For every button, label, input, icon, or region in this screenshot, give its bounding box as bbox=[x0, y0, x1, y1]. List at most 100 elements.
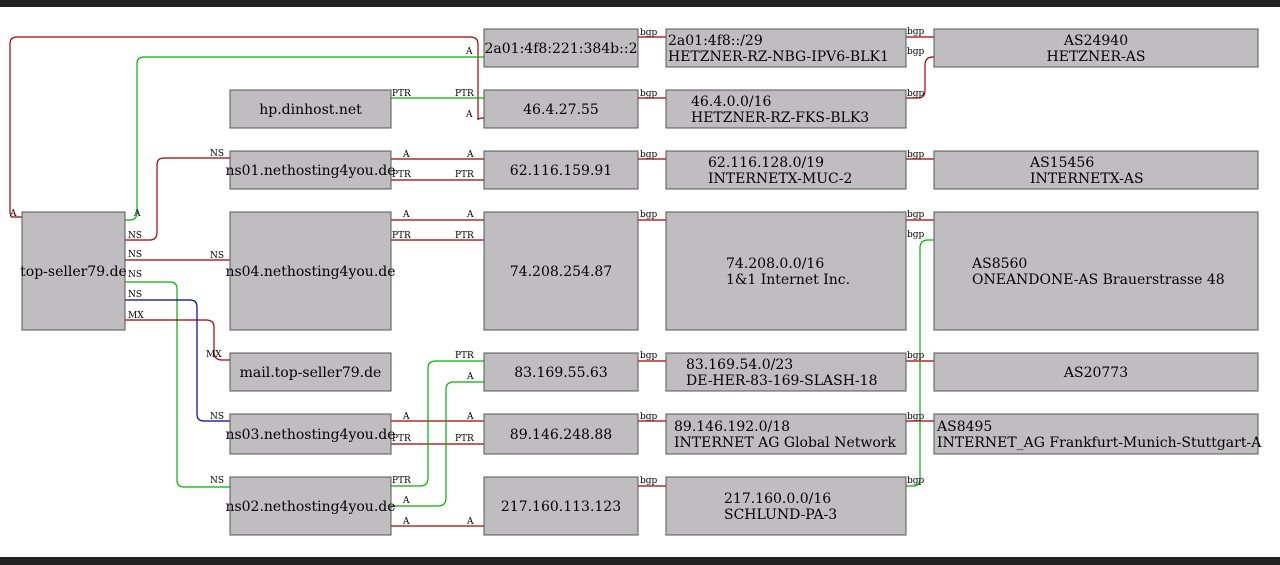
edge-label-ns: NS bbox=[210, 476, 224, 486]
node-box bbox=[933, 211, 1259, 331]
node-label: 46.4.27.55 bbox=[523, 102, 599, 118]
node-label: INTERNET AG Global Network bbox=[674, 435, 896, 451]
node-box bbox=[483, 352, 639, 392]
edge-label-bgp: bgp bbox=[907, 27, 925, 37]
edge-label-ns: NS bbox=[128, 250, 142, 260]
node-label: ONEANDONE-AS Brauerstrasse 48 bbox=[972, 272, 1225, 288]
edge-label-ns: NS bbox=[128, 290, 142, 300]
edge-label-ptr: PTR bbox=[455, 231, 474, 241]
node-box bbox=[483, 413, 639, 455]
node-label: AS20773 bbox=[1063, 365, 1128, 381]
node-ns02: ns02.nethosting4you.de bbox=[225, 476, 396, 536]
edge-label-bgp: bgp bbox=[907, 476, 925, 486]
edge-label-mx: MX bbox=[128, 311, 144, 321]
edge-label-ptr: PTR bbox=[392, 231, 411, 241]
node-box bbox=[483, 28, 639, 68]
node-label: INTERNETX-AS bbox=[1030, 171, 1144, 187]
edge-label-ptr: PTR bbox=[455, 170, 474, 180]
node-box bbox=[229, 150, 392, 190]
node-label: ns04.nethosting4you.de bbox=[225, 264, 395, 280]
node-box bbox=[933, 150, 1259, 190]
edge-label-bgp: bgp bbox=[907, 351, 925, 361]
node-box bbox=[21, 211, 126, 331]
node-label: 74.208.0.0/16 bbox=[726, 256, 824, 272]
node-label: INTERNETX-MUC-2 bbox=[708, 171, 852, 187]
node-label: 2a01:4f8::/29 bbox=[668, 33, 763, 49]
edge-label-a: A bbox=[466, 412, 474, 422]
node-ip-217: 217.160.113.123 bbox=[483, 476, 639, 536]
node-label: INTERNET_AG Frankfurt-Munich-Stuttgart-A bbox=[937, 435, 1262, 451]
node-ip-v6: 2a01:4f8:221:384b::2 bbox=[483, 28, 639, 68]
node-as-20773: AS20773 bbox=[933, 352, 1259, 392]
node-label: top-seller79.de bbox=[20, 264, 127, 280]
edge-label-ns: NS bbox=[210, 149, 224, 159]
node-box bbox=[665, 352, 907, 392]
edge-label-bgp: bgp bbox=[907, 150, 925, 160]
edge-label-a: A bbox=[9, 209, 17, 219]
node-label: 217.160.113.123 bbox=[501, 499, 621, 515]
edge-label-a: A bbox=[402, 517, 410, 527]
edge-label-ns: NS bbox=[128, 270, 142, 280]
edge-label-a: A bbox=[465, 110, 473, 120]
node-label: ns02.nethosting4you.de bbox=[225, 499, 395, 515]
edge-label-ptr: PTR bbox=[392, 476, 411, 486]
edge-label-a: A bbox=[402, 210, 410, 220]
edge-line bbox=[125, 157, 230, 241]
node-label: ns01.nethosting4you.de bbox=[225, 163, 395, 179]
bottom-frame-bar bbox=[0, 557, 1280, 565]
node-net-74: 74.208.0.0/161&1 Internet Inc. bbox=[665, 211, 907, 331]
edge-label-bgp: bgp bbox=[640, 89, 658, 99]
node-label: 1&1 Internet Inc. bbox=[726, 272, 850, 288]
node-label: 217.160.0.0/16 bbox=[724, 491, 831, 507]
edge-line bbox=[906, 239, 934, 487]
node-label: 89.146.248.88 bbox=[510, 427, 612, 443]
edge-label-a: A bbox=[466, 210, 474, 220]
node-box bbox=[483, 150, 639, 190]
edge-label-ns: NS bbox=[128, 231, 142, 241]
edge-line bbox=[125, 281, 230, 488]
node-label: HETZNER-RZ-NBG-IPV6-BLK1 bbox=[668, 49, 889, 65]
node-box bbox=[665, 89, 907, 129]
node-mail: mail.top-seller79.de bbox=[229, 352, 392, 392]
edge-label-bgp: bgp bbox=[640, 210, 658, 220]
edge-label-a: A bbox=[402, 496, 410, 506]
edge-label-bgp: bgp bbox=[640, 412, 658, 422]
node-label: ns03.nethosting4you.de bbox=[225, 427, 395, 443]
node-label: AS8495 bbox=[936, 419, 992, 435]
node-box bbox=[229, 352, 392, 392]
node-box bbox=[933, 28, 1259, 68]
node-label: 62.116.128.0/19 bbox=[708, 155, 824, 171]
node-ns04: ns04.nethosting4you.de bbox=[225, 211, 396, 331]
node-box bbox=[665, 150, 907, 190]
node-label: 83.169.55.63 bbox=[514, 365, 608, 381]
edge-line bbox=[125, 56, 484, 221]
node-box bbox=[229, 413, 392, 455]
edge-label-ptr: PTR bbox=[455, 351, 474, 361]
node-box bbox=[665, 211, 907, 331]
edge-label-ptr: PTR bbox=[455, 89, 474, 99]
node-box bbox=[933, 413, 1259, 455]
node-box bbox=[665, 413, 907, 455]
edge-line bbox=[906, 56, 934, 99]
node-label: 62.116.159.91 bbox=[510, 163, 612, 179]
node-label: HETZNER-AS bbox=[1047, 49, 1146, 65]
edge-label-mx: MX bbox=[206, 350, 222, 360]
node-label: HETZNER-RZ-FKS-BLK3 bbox=[691, 110, 869, 126]
top-frame-bar bbox=[0, 0, 1280, 7]
node-label: AS8560 bbox=[971, 256, 1027, 272]
edge-label-bgp: bgp bbox=[640, 150, 658, 160]
node-ns03: ns03.nethosting4you.de bbox=[225, 413, 396, 455]
node-label: mail.top-seller79.de bbox=[240, 365, 382, 381]
node-label: SCHLUND-PA-3 bbox=[724, 507, 837, 523]
edge-label-bgp: bgp bbox=[907, 412, 925, 422]
edge-label-ns: NS bbox=[210, 412, 224, 422]
edge-label-ptr: PTR bbox=[392, 89, 411, 99]
edge-label-a: A bbox=[466, 372, 474, 382]
edge-label-bgp: bgp bbox=[640, 351, 658, 361]
